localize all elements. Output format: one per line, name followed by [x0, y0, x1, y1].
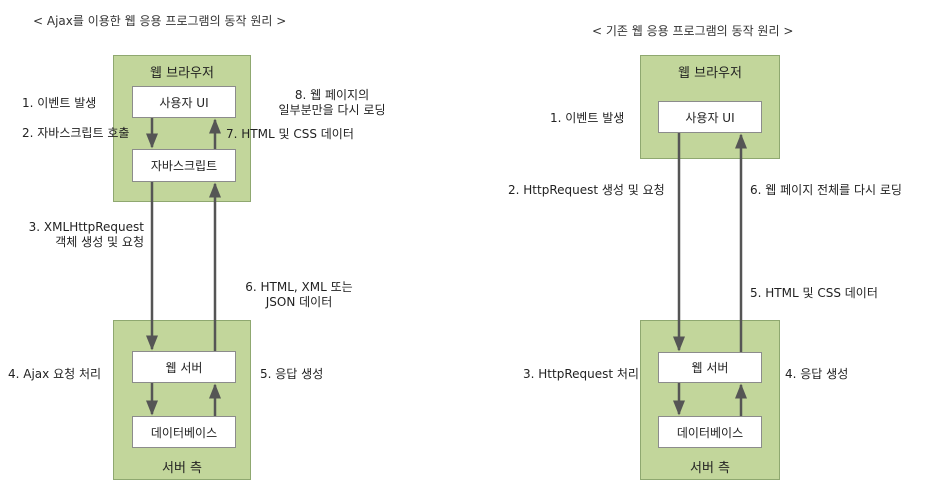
ajax-step-6-line-2: JSON 데이터: [265, 295, 333, 309]
ajax-step-4-label: 4. Ajax 요청 처리: [8, 367, 102, 381]
ajax-diagram-title: < Ajax를 이용한 웹 응용 프로그램의 동작 원리 >: [33, 14, 287, 28]
classic-step-5-label: 5. HTML 및 CSS 데이터: [750, 286, 878, 300]
classic-step-2-label: 2. HttpRequest 생성 및 요청: [508, 183, 665, 197]
ajax-user-ui-box: 사용자 UI: [132, 86, 236, 118]
ajax-javascript-box: 자바스크립트: [132, 149, 236, 182]
ajax-step-5-label: 5. 응답 생성: [260, 367, 324, 381]
classic-web-server-box: 웹 서버: [658, 352, 762, 383]
classic-user-ui-box: 사용자 UI: [658, 101, 762, 133]
ajax-database-box: 데이터베이스: [132, 416, 236, 448]
ajax-step-3-line-1: 3. XMLHttpRequest: [28, 220, 144, 234]
ajax-web-server-box: 웹 서버: [132, 351, 236, 383]
classic-database-box: 데이터베이스: [658, 416, 762, 448]
ajax-step-8-line-2: 일부분만을 다시 로딩: [278, 103, 386, 117]
classic-step-3-label: 3. HttpRequest 처리: [523, 367, 639, 381]
ajax-server-zone: [113, 320, 251, 480]
ajax-step-3-label: 3. XMLHttpRequest 객체 생성 및 요청: [10, 220, 144, 250]
ajax-step-6-line-1: 6. HTML, XML 또는: [245, 280, 353, 294]
ajax-step-6-label: 6. HTML, XML 또는 JSON 데이터: [232, 280, 366, 310]
classic-browser-label: 웹 브라우저: [678, 66, 742, 81]
classic-step-4-label: 4. 응답 생성: [785, 367, 849, 381]
classic-server-zone: [640, 320, 780, 480]
classic-diagram-title: < 기존 웹 응용 프로그램의 동작 원리 >: [592, 24, 794, 38]
ajax-step-8-line-1: 8. 웹 페이지의: [294, 88, 370, 102]
ajax-step-8-label: 8. 웹 페이지의 일부분만을 다시 로딩: [270, 88, 394, 118]
ajax-browser-label: 웹 브라우저: [150, 66, 214, 81]
ajax-step-1-label: 1. 이벤트 발생: [22, 96, 97, 110]
ajax-step-3-line-2: 객체 생성 및 요청: [55, 235, 144, 249]
ajax-step-2-label: 2. 자바스크립트 호출: [22, 126, 130, 140]
ajax-server-label: 서버 측: [161, 461, 202, 476]
classic-step-1-label: 1. 이벤트 발생: [550, 111, 625, 125]
ajax-step-7-label: 7. HTML 및 CSS 데이터: [226, 127, 354, 141]
classic-server-label: 서버 측: [689, 461, 730, 476]
classic-step-6-label: 6. 웹 페이지 전체를 다시 로딩: [750, 183, 902, 197]
